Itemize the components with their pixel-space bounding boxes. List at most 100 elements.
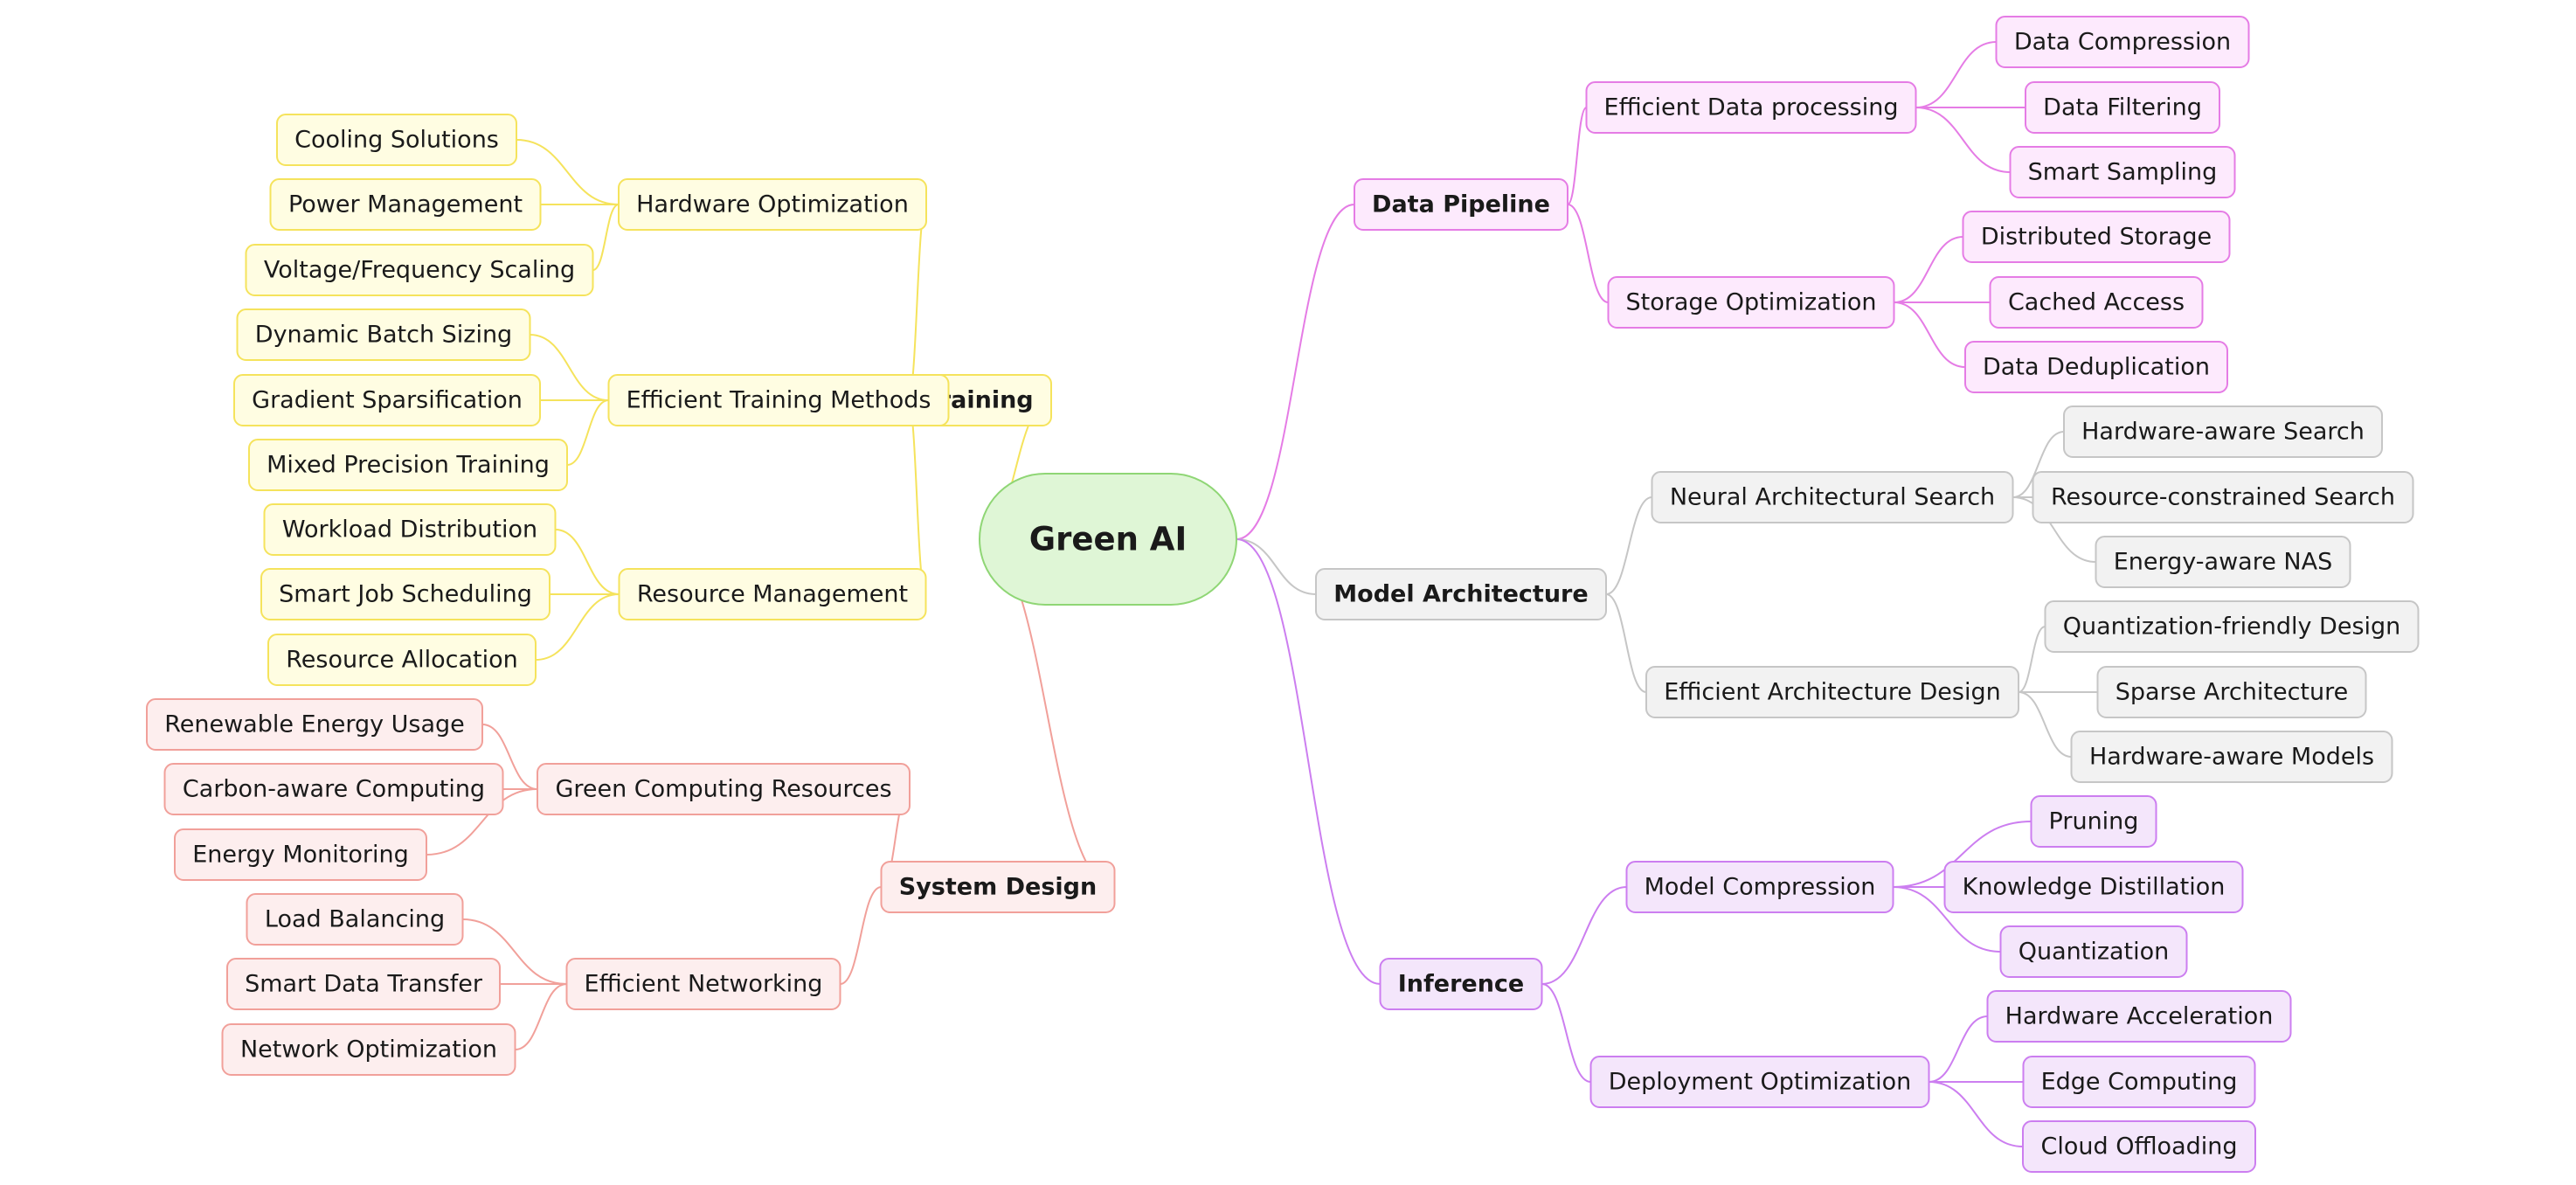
leaf-energy-aware-nas-shape	[2095, 536, 2351, 588]
topic-resource-management: Resource Management	[618, 568, 927, 620]
topic-hardware-optimization: Hardware Optimization	[618, 178, 927, 231]
link-efficient-networking	[840, 886, 882, 985]
leaf-cached-access: Cached Access	[1989, 276, 2204, 329]
topic-efficient-training-methods-shape	[607, 374, 950, 426]
leaf-data-compression-shape	[1995, 16, 2250, 68]
leaf-energy-aware-nas: Energy-aware NAS	[2095, 536, 2351, 588]
topic-efficient-architecture-design-shape	[1645, 666, 2019, 718]
leaf-data-filtering-shape	[2025, 81, 2220, 134]
link-root-inference	[1236, 538, 1381, 985]
leaf-gradient-sparsification-label: Gradient Sparsification	[252, 387, 523, 414]
leaf-smart-data-transfer: Smart Data Transfer	[226, 958, 501, 1010]
link-resource-allocation	[535, 593, 620, 661]
leaf-distributed-storage-shape	[1962, 211, 2231, 263]
branch-inference: Inference	[1379, 958, 1543, 1010]
leaf-renewable-energy-usage: Renewable Energy Usage	[146, 698, 483, 751]
leaf-workload-distribution: Workload Distribution	[263, 503, 557, 556]
leaf-mixed-precision-training: Mixed Precision Training	[248, 439, 568, 491]
topic-storage-optimization-shape	[1607, 276, 1895, 329]
leaf-gradient-sparsification: Gradient Sparsification	[233, 374, 541, 426]
leaf-pruning-label: Pruning	[2049, 808, 2139, 835]
leaf-distributed-storage-label: Distributed Storage	[1981, 224, 2212, 251]
leaf-smart-job-scheduling: Smart Job Scheduling	[260, 568, 551, 620]
leaf-resource-constrained-search-label: Resource-constrained Search	[2051, 484, 2395, 511]
leaf-smart-sampling-label: Smart Sampling	[2028, 159, 2218, 186]
link-network-optimization	[515, 983, 567, 1050]
root-node-label: Green AI	[1029, 521, 1187, 558]
leaf-power-management-label: Power Management	[288, 191, 523, 218]
leaf-resource-allocation-shape	[267, 634, 537, 686]
link-storage-optimization	[1567, 204, 1609, 303]
link-data-deduplication	[1894, 301, 1966, 368]
topic-efficient-architecture-design-label: Efficient Architecture Design	[1664, 679, 2001, 706]
topic-deployment-optimization-label: Deployment Optimization	[1609, 1069, 1911, 1096]
leaf-cooling-solutions-shape	[276, 114, 517, 166]
branch-model-architecture-label: Model Architecture	[1333, 581, 1588, 608]
leaf-knowledge-distillation-label: Knowledge Distillation	[1963, 874, 2226, 901]
leaf-resource-allocation: Resource Allocation	[267, 634, 537, 686]
link-efficient-architecture-design	[1605, 593, 1647, 693]
leaf-energy-monitoring-shape	[174, 828, 427, 881]
leaf-data-compression: Data Compression	[1995, 16, 2250, 68]
leaf-knowledge-distillation: Knowledge Distillation	[1943, 861, 2244, 913]
link-hardware-aware-models	[2018, 691, 2072, 758]
leaf-pruning: Pruning	[2030, 795, 2157, 848]
branch-system-design-label: System Design	[899, 874, 1097, 901]
leaf-load-balancing-label: Load Balancing	[265, 906, 445, 933]
leaf-hardware-aware-models-shape	[2070, 731, 2393, 783]
topic-deployment-optimization: Deployment Optimization	[1589, 1056, 1930, 1108]
leaf-data-deduplication-shape	[1964, 341, 2228, 393]
topic-efficient-networking-shape	[565, 958, 841, 1010]
leaf-renewable-energy-usage-label: Renewable Energy Usage	[164, 711, 465, 738]
leaf-quantization-friendly-design-label: Quantization-friendly Design	[2063, 613, 2401, 641]
link-root-data-pipeline	[1236, 204, 1355, 540]
branch-data-pipeline-shape	[1354, 178, 1568, 231]
leaf-cached-access-shape	[1989, 276, 2204, 329]
topic-model-compression-label: Model Compression	[1645, 874, 1876, 901]
link-deployment-optimization	[1541, 983, 1591, 1083]
leaf-resource-constrained-search-shape	[2032, 471, 2414, 523]
root-node: Green AI	[979, 473, 1237, 606]
topic-efficient-networking-label: Efficient Networking	[585, 971, 823, 998]
link-dynamic-batch-sizing	[530, 334, 609, 401]
leaf-data-filtering-label: Data Filtering	[2043, 94, 2202, 121]
leaf-smart-sampling: Smart Sampling	[2009, 146, 2236, 198]
leaf-pruning-shape	[2030, 795, 2157, 848]
link-load-balancing	[462, 918, 567, 985]
leaf-smart-data-transfer-label: Smart Data Transfer	[245, 971, 483, 998]
topic-green-computing-resources: Green Computing Resources	[537, 763, 911, 815]
topic-efficient-data-processing: Efficient Data processing	[1585, 81, 1917, 134]
leaf-cloud-offloading: Cloud Offloading	[2022, 1120, 2256, 1173]
topic-efficient-networking: Efficient Networking	[565, 958, 841, 1010]
branch-inference-label: Inference	[1398, 971, 1525, 998]
link-model-compression	[1541, 886, 1627, 985]
topic-efficient-data-processing-label: Efficient Data processing	[1604, 94, 1899, 121]
topic-efficient-training-methods: Efficient Training Methods	[607, 374, 950, 426]
branch-data-pipeline: Data Pipeline	[1354, 178, 1568, 231]
link-efficient-data-processing	[1567, 107, 1588, 205]
branch-system-design-shape	[880, 861, 1116, 913]
leaf-quantization-friendly-design-shape	[2044, 600, 2420, 653]
leaf-data-compression-label: Data Compression	[2014, 29, 2231, 56]
link-energy-monitoring	[426, 788, 538, 856]
leaf-voltage-frequency-scaling: Voltage/Frequency Scaling	[245, 244, 594, 296]
leaf-voltage-frequency-scaling-shape	[245, 244, 594, 296]
link-voltage-frequency-scaling	[592, 204, 620, 271]
link-distributed-storage	[1894, 236, 1963, 303]
leaf-renewable-energy-usage-shape	[146, 698, 483, 751]
leaf-voltage-frequency-scaling-label: Voltage/Frequency Scaling	[264, 257, 575, 284]
leaf-dynamic-batch-sizing-label: Dynamic Batch Sizing	[255, 322, 512, 349]
leaf-carbon-aware-computing: Carbon-aware Computing	[163, 763, 504, 815]
link-neural-architectural-search	[1605, 496, 1652, 595]
link-hardware-aware-search	[2012, 431, 2065, 498]
branch-inference-shape	[1379, 958, 1543, 1010]
topic-storage-optimization: Storage Optimization	[1607, 276, 1895, 329]
leaf-sparse-architecture-label: Sparse Architecture	[2116, 679, 2348, 706]
leaf-resource-constrained-search: Resource-constrained Search	[2032, 471, 2414, 523]
branch-data-pipeline-label: Data Pipeline	[1372, 191, 1550, 218]
leaf-hardware-acceleration: Hardware Acceleration	[1986, 990, 2292, 1043]
leaf-quantization-shape	[1999, 925, 2188, 978]
leaf-hardware-acceleration-label: Hardware Acceleration	[2005, 1003, 2274, 1030]
leaf-smart-sampling-shape	[2009, 146, 2236, 198]
